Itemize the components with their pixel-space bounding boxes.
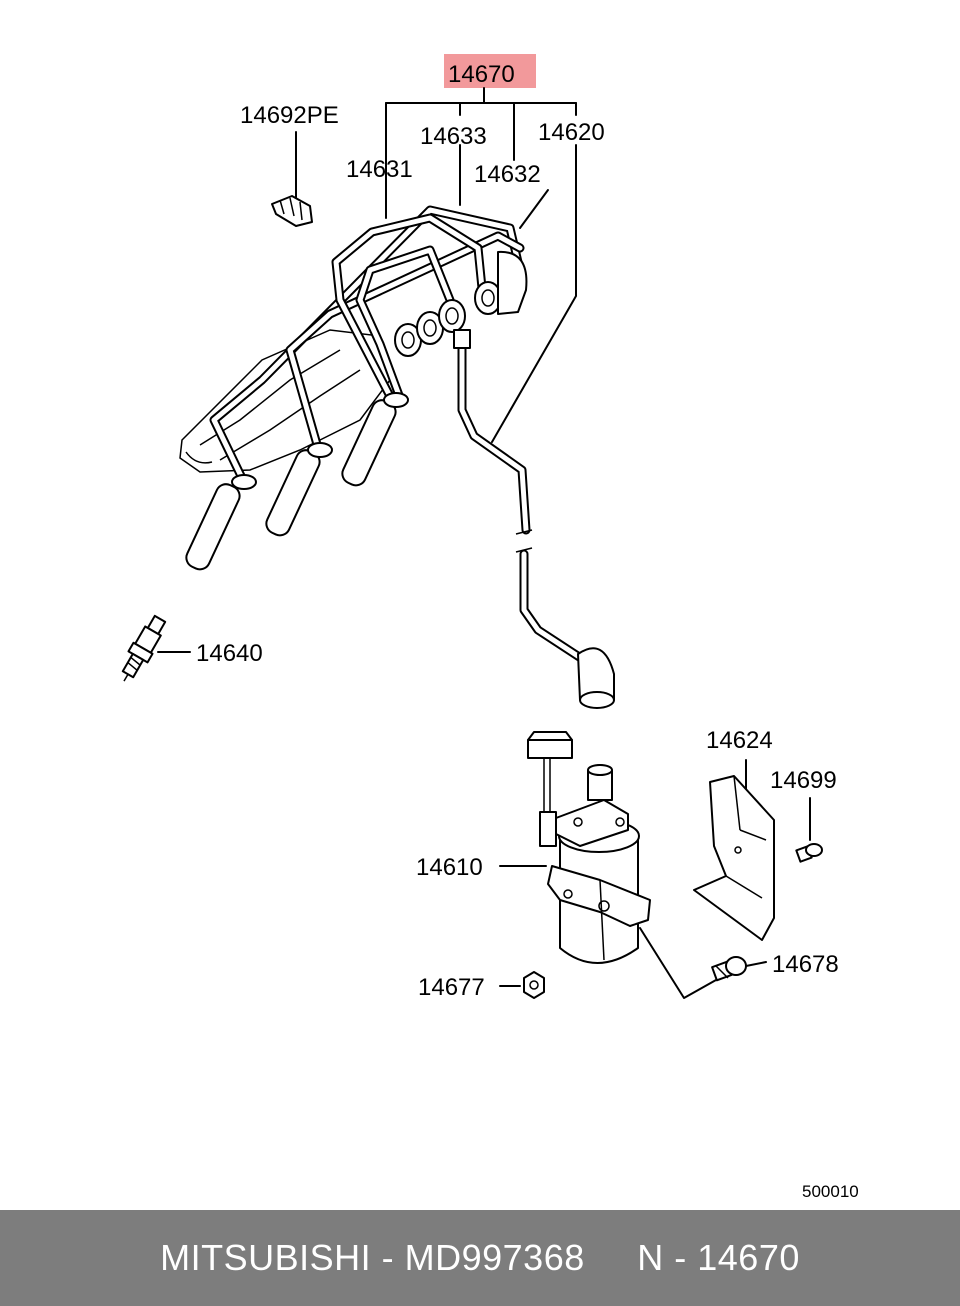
wire-grommets[interactable] [394,250,528,357]
part-label-14678[interactable]: 14678 [772,951,839,978]
wire-break-marks [515,529,533,553]
ignition-parts-diagram: 14670 14692PE 14633 14620 14631 14632 14… [114,54,859,1201]
footer-part-info: MITSUBISHI - MD997368 N - 14670 [160,1237,800,1278]
part-label-14633[interactable]: 14633 [420,123,487,150]
nut-icon-14677[interactable] [523,971,545,999]
spark-plug-icon[interactable] [114,613,169,686]
part-label-14624[interactable]: 14624 [706,727,773,754]
coil-wire-lower[interactable] [519,549,615,709]
coil-bracket[interactable] [693,775,775,941]
part-label-14692PE[interactable]: 14692PE [240,102,339,129]
part-label-14640[interactable]: 14640 [196,640,263,667]
bolt-icon-14678[interactable] [711,956,747,982]
spark-plug-wires[interactable] [209,205,525,483]
part-label-14677[interactable]: 14677 [418,974,485,1001]
wire-clip-icon[interactable] [271,195,313,227]
leader-lines [157,131,811,999]
coil-wire-upper[interactable] [453,329,531,535]
assembly-bracket [385,87,577,219]
part-label-14620[interactable]: 14620 [538,119,605,146]
highlighted-part-box [444,54,536,88]
screw-icon-14699[interactable] [795,843,823,863]
part-label-14632[interactable]: 14632 [474,161,541,188]
part-label-14610[interactable]: 14610 [416,854,483,881]
ignition-coil[interactable] [527,731,651,964]
diagram-code: 500010 [802,1182,859,1201]
footer-bar: MITSUBISHI - MD997368 N - 14670 [0,1210,960,1306]
part-label-14699[interactable]: 14699 [770,767,837,794]
part-label-14631[interactable]: 14631 [346,156,413,183]
plug-boots[interactable] [183,392,409,573]
part-label-14670[interactable]: 14670 [448,61,515,88]
